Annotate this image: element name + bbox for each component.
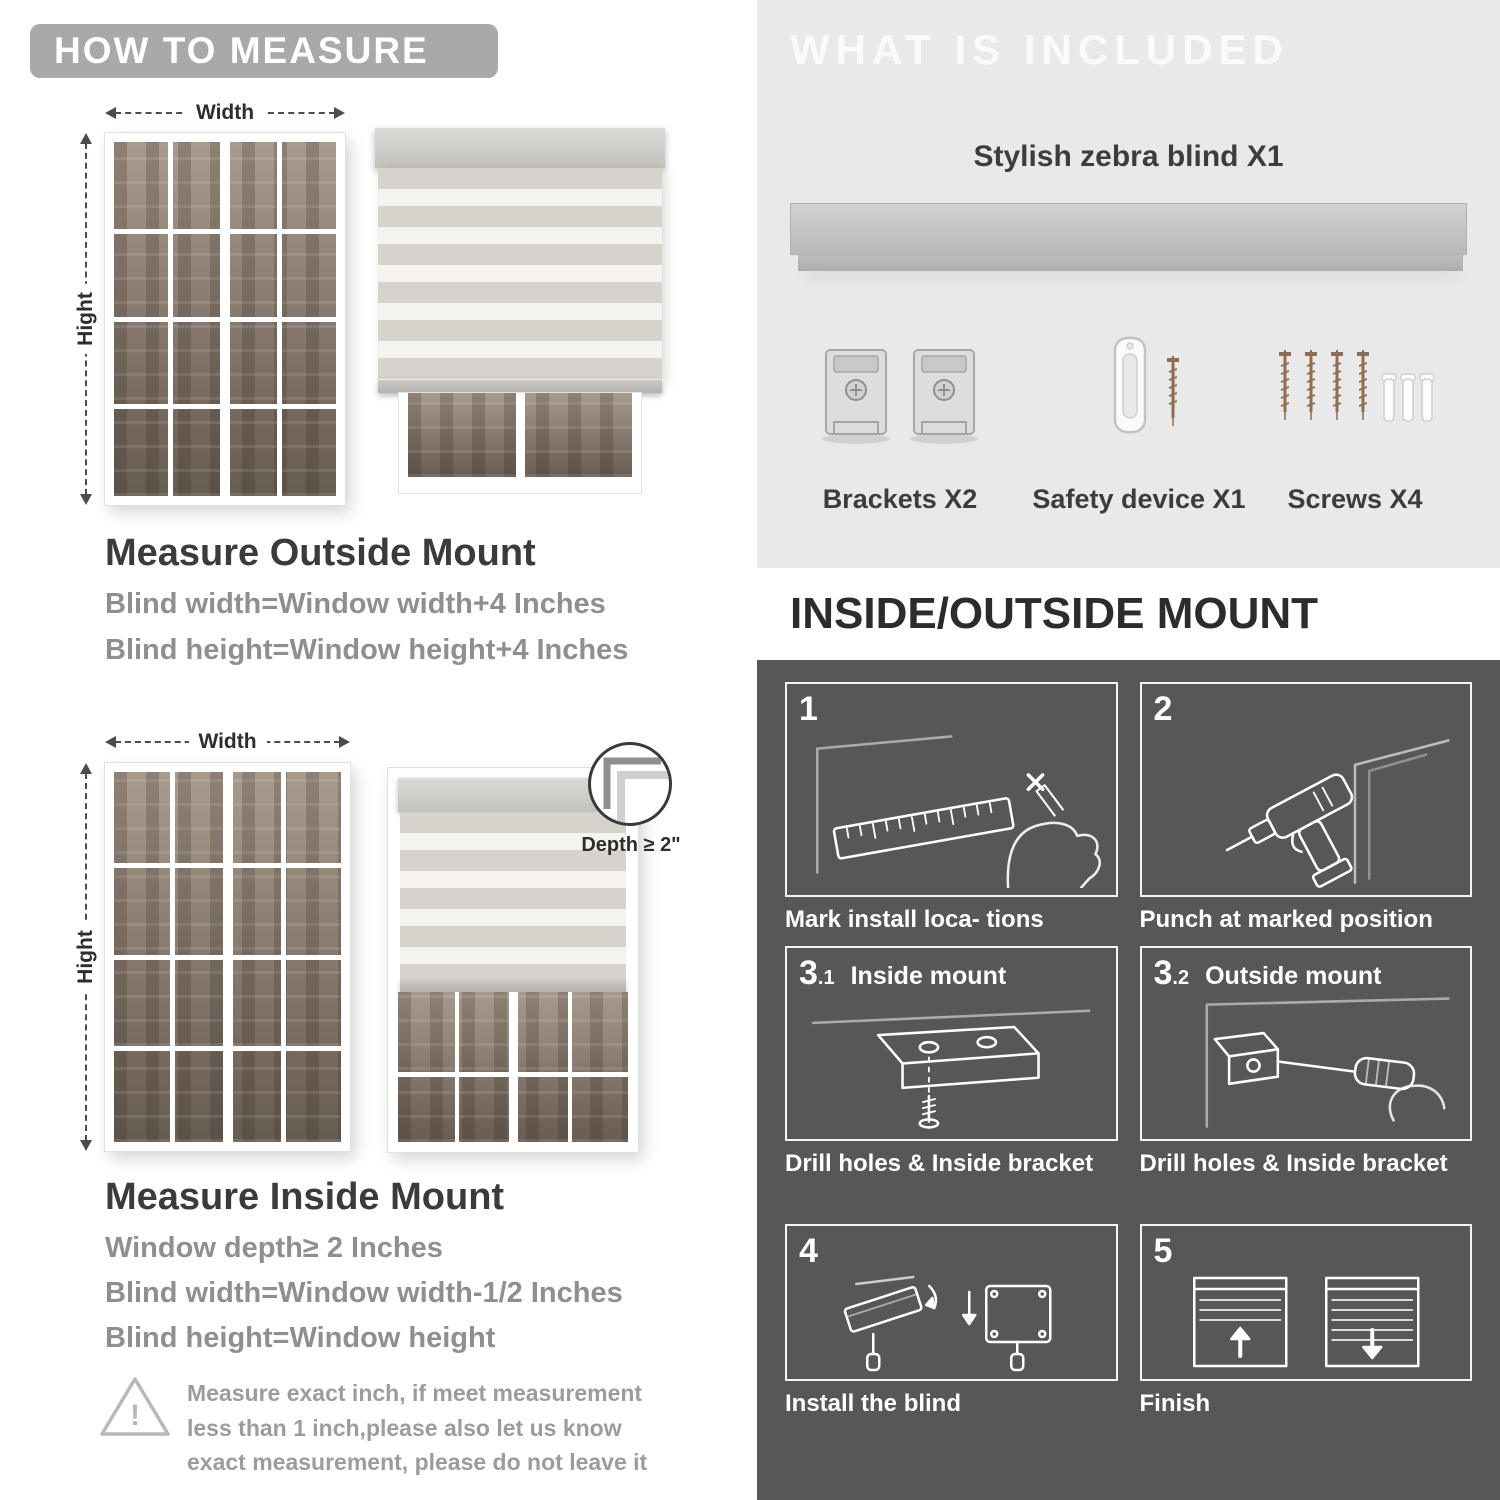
mount-steps-section: 1 [757, 660, 1500, 1500]
step-caption: Punch at marked position [1139, 906, 1433, 933]
corner-zoom-icon [603, 757, 669, 823]
blind-bottom-rail [400, 980, 626, 992]
step-2: 2 [1139, 682, 1472, 934]
height-label: Hight [74, 922, 98, 992]
safety-device-icon [1113, 336, 1179, 434]
outside-mount-line1: Blind width=Window width+4 Inches [105, 588, 606, 620]
step-4-illustration [843, 1275, 1052, 1372]
screws-icon [1279, 350, 1434, 422]
step-2-illustration [1225, 739, 1450, 888]
window-mullions [398, 992, 628, 1142]
step-number: 1 [799, 690, 818, 728]
window-illustration-inside [105, 763, 350, 1151]
how-to-measure-section: HOW TO MEASURE Width Hight Measure Outsi… [30, 24, 681, 1475]
included-header: WHAT IS INCLUDED [790, 26, 1289, 73]
step-caption: Finish [1139, 1390, 1211, 1417]
outside-mount-line2: Blind height=Window height+4 Inches [105, 634, 629, 666]
window-below-blind [399, 393, 641, 493]
inside-mount-line2: Blind width=Window width-1/2 Inches [105, 1277, 623, 1309]
outside-mount-title: Measure Outside Mount [105, 532, 536, 574]
safety-device-label: Safety device X1 [1032, 484, 1246, 514]
step-number: 5 [1153, 1232, 1173, 1270]
step-title: Outside mount [1205, 962, 1382, 990]
depth-callout-circle [588, 742, 672, 826]
width-label: Width [188, 730, 267, 754]
step-1-illustration [816, 735, 1101, 888]
step-caption: Drill holes & Inside bracket [1139, 1150, 1448, 1177]
zebra-blind-illustration-inside [388, 768, 638, 1152]
step-number: 3.1 [799, 954, 835, 992]
height-label: Hight [74, 284, 98, 354]
warning-exclamation: ! [130, 1399, 140, 1432]
step-3-2: 3.2 Outside mount [1139, 946, 1472, 1178]
blind-stripes [400, 812, 626, 980]
step-number: 3.2 [1153, 954, 1190, 992]
brackets-label: Brackets X2 [822, 484, 978, 514]
step-4: 4 [785, 1224, 1118, 1418]
step-3-2-illustration [1205, 997, 1450, 1128]
step-caption: Drill holes & Inside bracket [785, 1150, 1094, 1177]
step-title: Inside mount [850, 962, 1007, 990]
blind-headrail-lip [798, 255, 1463, 271]
step-5-illustration [1192, 1276, 1419, 1368]
brackets-icon [822, 349, 978, 444]
mount-header: INSIDE/OUTSIDE MOUNT [790, 589, 1319, 638]
window-mullions [114, 142, 336, 496]
measure-warning-text: Measure exact inch, if meet measurement … [187, 1380, 648, 1475]
blind-item-label: Stylish zebra blind X1 [973, 140, 1284, 173]
blind-stripes [378, 168, 662, 380]
step-1: 1 [785, 682, 1118, 934]
window-illustration-outside [105, 133, 345, 505]
screws-label: Screws X4 [1287, 484, 1423, 514]
step-number: 2 [1153, 690, 1173, 728]
step-3-1-illustration [811, 1009, 1091, 1129]
step-number: 4 [799, 1232, 818, 1270]
blind-headrail-image [790, 203, 1467, 255]
mount-header-bar: INSIDE/OUTSIDE MOUNT [757, 568, 1500, 660]
blind-bottom-rail [378, 380, 662, 393]
step-3-1: 3.1 Inside mount [785, 946, 1118, 1178]
depth-label: Depth ≥ 2" [581, 834, 681, 856]
inside-mount-line3: Blind height=Window height [105, 1322, 496, 1354]
width-label: Width [185, 101, 265, 125]
what-is-included-section: WHAT IS INCLUDED Stylish zebra blind X1 [757, 0, 1500, 568]
blind-cassette [375, 128, 665, 168]
step-5: 5 [1139, 1224, 1472, 1418]
how-to-measure-header: HOW TO MEASURE [30, 24, 498, 78]
step-caption: Mark install loca- tions [785, 906, 1044, 933]
window-mullions [114, 772, 341, 1142]
warning-triangle-icon: ! [100, 1377, 170, 1436]
step-caption: Install the blind [785, 1390, 962, 1417]
inside-mount-title: Measure Inside Mount [105, 1176, 505, 1218]
inside-mount-line1: Window depth≥ 2 Inches [105, 1232, 443, 1264]
zebra-blind-illustration-outside [375, 128, 665, 496]
right-panel: WHAT IS INCLUDED Stylish zebra blind X1 [757, 0, 1500, 1500]
